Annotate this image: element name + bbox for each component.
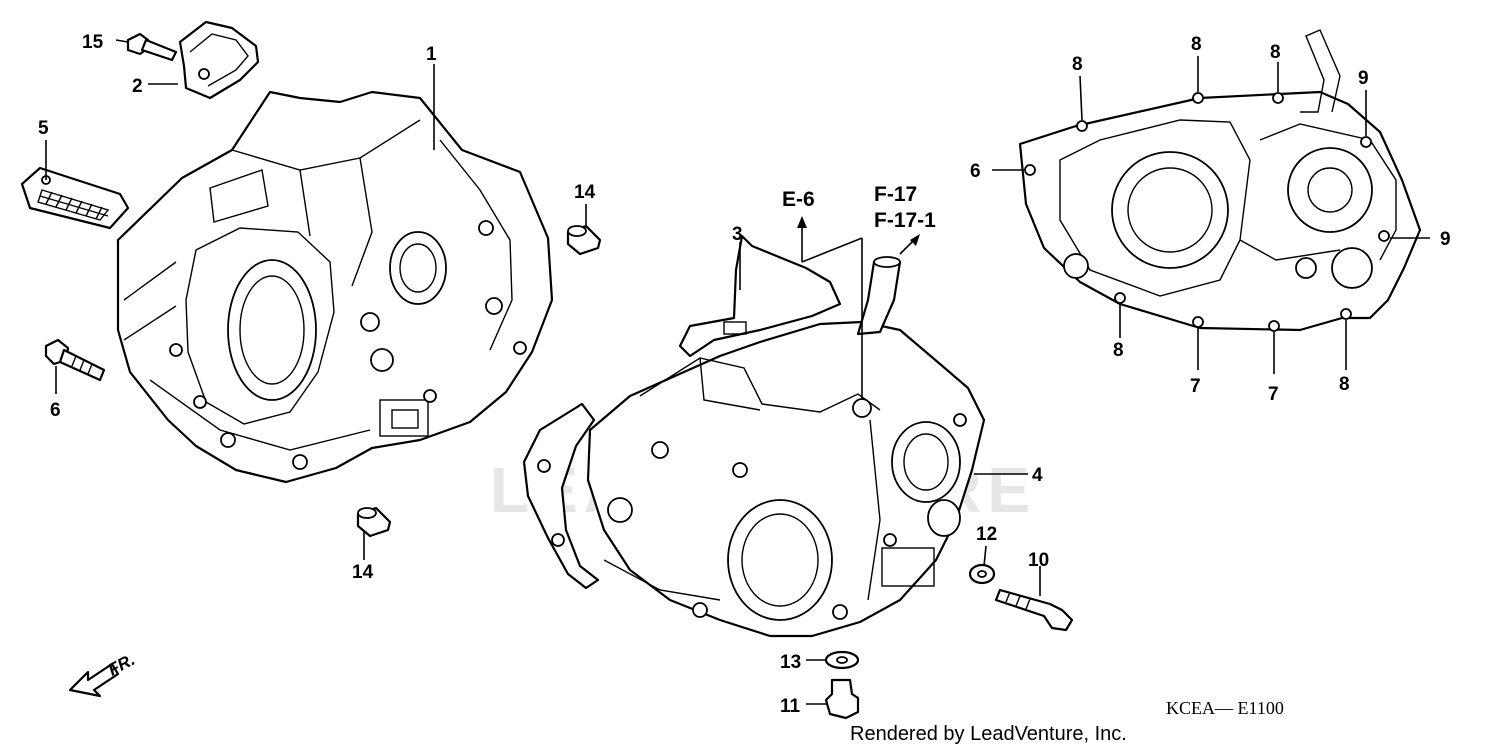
leader-arrowheads (797, 216, 920, 246)
callout-8-c[interactable]: 8 (1270, 42, 1281, 63)
callout-12[interactable]: 12 (976, 524, 997, 545)
callout-labels: 1 2 3 4 5 6 6 7 7 8 8 8 8 8 9 9 10 11 12… (38, 32, 1451, 717)
reference-f17[interactable]: F-17 (874, 183, 917, 206)
gasket-3[interactable] (522, 234, 842, 590)
leader-lines (45, 39, 1430, 705)
callout-11[interactable]: 11 (780, 696, 801, 717)
callout-3[interactable]: 3 (732, 224, 743, 245)
washer-12[interactable] (968, 563, 996, 585)
breather-tube[interactable] (856, 256, 902, 336)
washer-13[interactable] (824, 650, 860, 670)
callout-13[interactable]: 13 (780, 652, 801, 673)
callout-14-bottom[interactable]: 14 (352, 562, 374, 583)
render-credit: Rendered by LeadVenture, Inc. (850, 723, 1127, 745)
callout-8-a[interactable]: 8 (1072, 54, 1083, 75)
callout-6-right[interactable]: 6 (970, 161, 981, 182)
drawing-code: KCEA— E1100 (1166, 698, 1284, 718)
left-crankcase-half[interactable] (116, 90, 554, 484)
callout-5[interactable]: 5 (38, 118, 49, 139)
callout-7-b[interactable]: 7 (1268, 384, 1279, 405)
drain-bolt-11[interactable] (824, 678, 860, 720)
bolt-6-left[interactable] (44, 338, 106, 382)
front-arrow-icon (68, 662, 120, 698)
callout-9-a[interactable]: 9 (1358, 68, 1369, 89)
callout-1[interactable]: 1 (426, 44, 437, 65)
reference-f17-1[interactable]: F-17-1 (874, 209, 936, 232)
callout-6-left[interactable]: 6 (50, 400, 61, 421)
cover-plate-2[interactable] (178, 20, 260, 100)
callout-8-d[interactable]: 8 (1113, 340, 1124, 361)
right-crankcase-half[interactable] (586, 320, 986, 638)
bolt-10[interactable] (994, 588, 1074, 632)
callout-4[interactable]: 4 (1032, 465, 1043, 486)
callout-7-a[interactable]: 7 (1190, 376, 1201, 397)
dowel-pin-14-top[interactable] (566, 224, 602, 256)
oil-strainer-screen-5[interactable] (20, 166, 130, 230)
callout-2[interactable]: 2 (132, 76, 143, 97)
crankcase-gasket-right[interactable] (1018, 29, 1422, 332)
callout-8-e[interactable]: 8 (1339, 374, 1350, 395)
section-references: E-6 F-17 F-17-1 (782, 183, 936, 232)
callout-14-top[interactable]: 14 (574, 182, 596, 203)
callout-8-b[interactable]: 8 (1191, 34, 1202, 55)
reference-e6[interactable]: E-6 (782, 188, 815, 211)
front-direction-marker: FR. (68, 650, 138, 698)
callout-10[interactable]: 10 (1028, 550, 1049, 571)
bolt-15[interactable] (126, 32, 178, 62)
callout-9-b[interactable]: 9 (1440, 229, 1451, 250)
dowel-pin-14-bottom[interactable] (356, 506, 392, 538)
callout-15[interactable]: 15 (82, 32, 104, 53)
